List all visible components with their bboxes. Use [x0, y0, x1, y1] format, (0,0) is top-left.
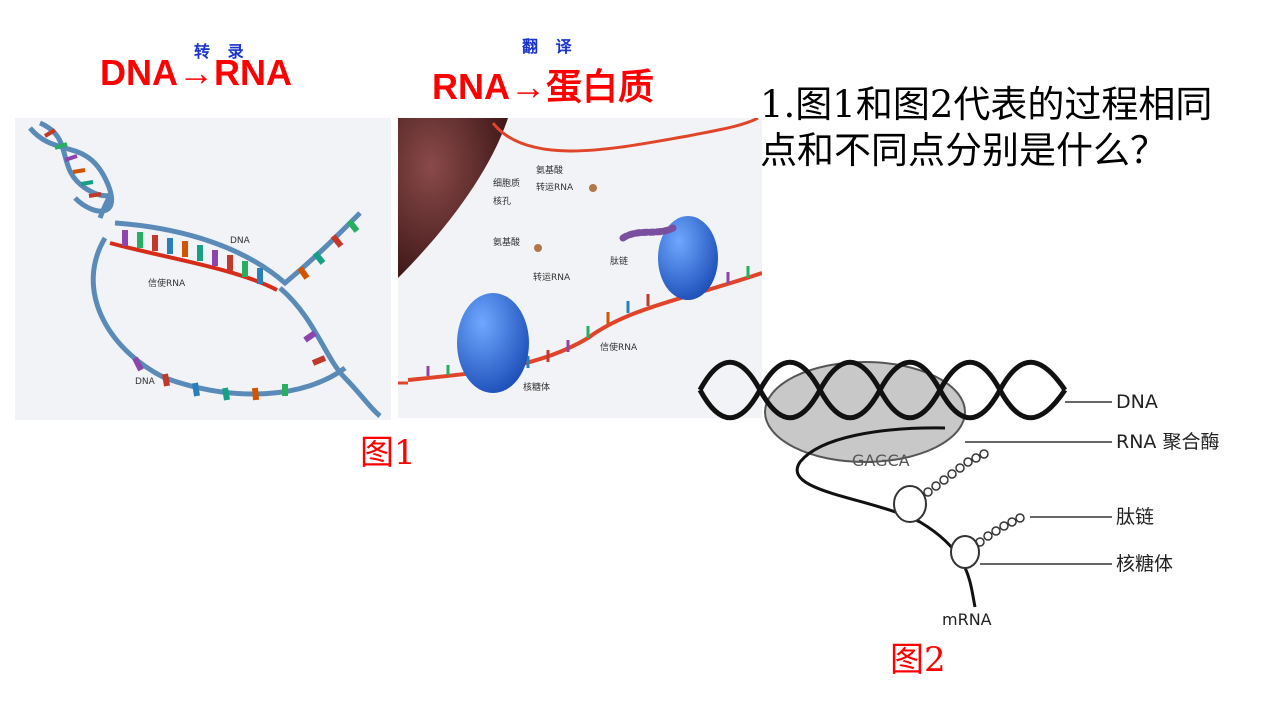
nucleus — [398, 118, 508, 278]
translation-equation: RNA→蛋白质 — [432, 66, 654, 107]
transcription-label: 转 录 — [194, 42, 250, 61]
ribosome-2 — [950, 535, 980, 569]
rna-polymerase-label: RNA 聚合酶 — [1116, 431, 1219, 453]
trna-label: 转运RNA — [533, 271, 571, 283]
peptide-chain-label: 肽链 — [1116, 506, 1154, 528]
dna-strand-2 — [697, 359, 1068, 421]
question-line-2: 点和不同点分别是什么？ — [760, 129, 1167, 172]
transcription-diagram: DNA 信使RNA DNA — [15, 118, 391, 420]
dna-top-label: DNA — [230, 236, 251, 246]
transcription-equation: DNA→RNA — [100, 52, 292, 94]
mrna-label-right: 信使RNA — [600, 341, 638, 353]
figure2-svg: GAGCA DNA RNA 聚合酶 肽链 核糖体 mRNA — [697, 359, 1219, 629]
question-line-1: 1.图1和图2代表的过程相同 — [760, 83, 1213, 126]
mrna-label: 信使RNA — [148, 277, 186, 289]
figure1-caption: 图1 — [360, 433, 416, 473]
ribosome-1 — [893, 485, 927, 523]
mrna-label-fig2: mRNA — [942, 610, 992, 629]
figure2-caption: 图2 — [890, 640, 946, 680]
ribosome-label-fig2: 核糖体 — [1116, 553, 1173, 575]
sequence-label: GAGCA — [852, 451, 910, 470]
ribosome-label: 核糖体 — [523, 381, 550, 393]
translation-label: 翻 译 — [522, 37, 578, 56]
cytoplasm-label: 细胞质 — [493, 177, 520, 189]
dna-text: DNA — [100, 52, 178, 93]
translation-diagram: 细胞质 核孔 氨基酸 转运RNA 氨基酸 转运RNA 肽链 信使RNA 核糖体 — [398, 118, 762, 418]
figure2-diagram: GAGCA DNA RNA 聚合酶 肽链 核糖体 mRNA — [680, 342, 1240, 642]
question-text: 1.图1和图2代表的过程相同 点和不同点分别是什么？ — [760, 82, 1280, 174]
rna-text: →RNA — [178, 52, 292, 93]
peptide-label: 肽链 — [610, 255, 628, 267]
amino-acid-label: 氨基酸 — [493, 236, 520, 248]
aa-trna-label-2: 转运RNA — [536, 181, 574, 193]
ribosome-left — [457, 293, 529, 393]
aa-trna-label-1: 氨基酸 — [536, 164, 563, 176]
translation-svg: 细胞质 核孔 氨基酸 转运RNA 氨基酸 转运RNA 肽链 信使RNA 核糖体 — [398, 118, 762, 393]
dna-bottom-label: DNA — [135, 377, 156, 387]
transcription-svg: DNA 信使RNA DNA — [28, 120, 382, 418]
ribosome-right — [658, 216, 718, 300]
dna-label: DNA — [1116, 391, 1158, 413]
pore-label: 核孔 — [493, 195, 511, 207]
